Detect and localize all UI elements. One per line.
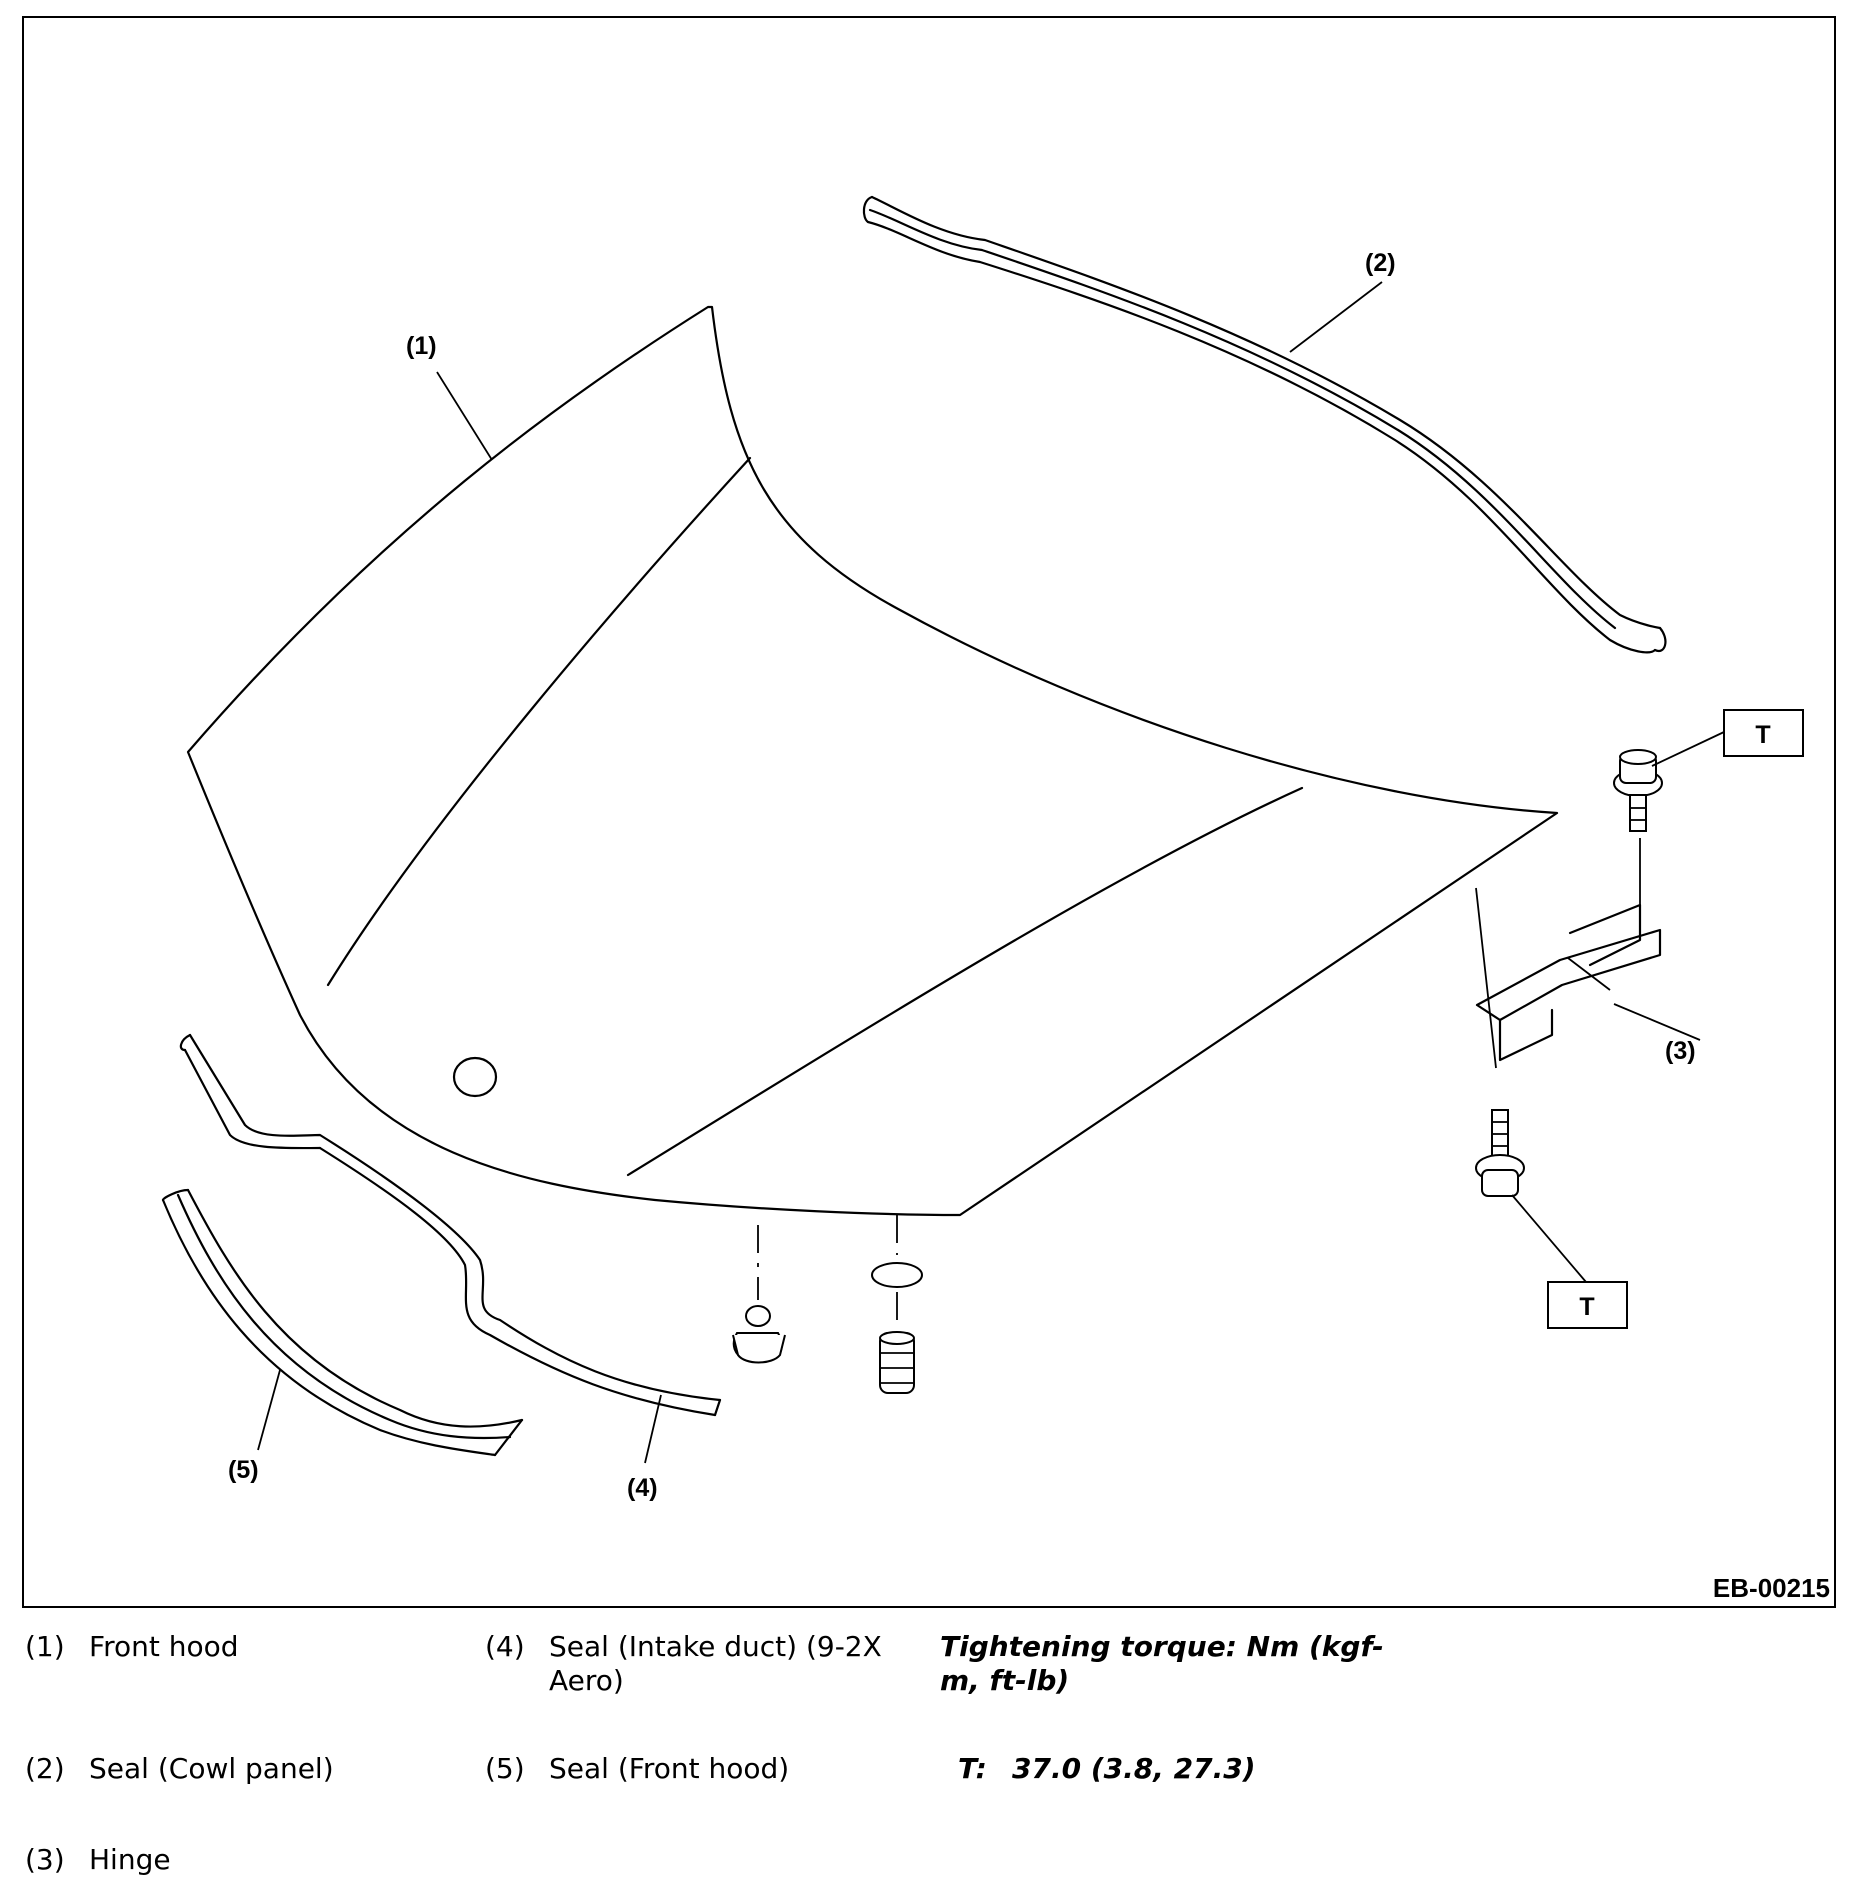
callout-1: (1) (406, 332, 437, 360)
diagram-frame (22, 16, 1836, 1608)
svg-text:T: T (1755, 721, 1770, 749)
torque-value: 37.0 (3.8, 27.3) (1012, 1752, 1256, 1785)
seal-front-hood (161, 1188, 524, 1457)
torque-symbol: T: (958, 1752, 987, 1785)
legend-text: Seal (Cowl panel) (89, 1752, 334, 1785)
exploded-diagram: (1) (2) (3) (4) (5) T T EB-00215 (22, 16, 1836, 1608)
legend-text: Seal (Front hood) (549, 1752, 790, 1785)
legend-num: (2) (25, 1752, 65, 1785)
bolt-lower (1475, 1109, 1525, 1197)
legend-num: (1) (25, 1630, 65, 1663)
callout-4: (4) (627, 1474, 658, 1502)
figure-id: EB-00215 (1713, 1573, 1830, 1603)
legend-text: Front hood (89, 1630, 239, 1663)
legend-num: (5) (485, 1752, 525, 1785)
bolt-upper (1613, 749, 1663, 832)
washer (871, 1262, 923, 1288)
seal-cowl-panel (862, 195, 1667, 654)
torque-box-lower: T (1547, 1281, 1628, 1329)
grommet-stack (879, 1331, 915, 1394)
torque-box-upper: T (1723, 709, 1804, 757)
torque-heading: Tightening torque: Nm (kgf-m, ft-lb) (940, 1630, 1384, 1697)
callout-3: (3) (1665, 1037, 1696, 1065)
legend-text: Seal (Intake duct) (9-2X Aero) (549, 1630, 882, 1697)
callout-5: (5) (228, 1456, 259, 1484)
legend-item-4: (4) Seal (Intake duct) (9-2X Aero) (485, 1630, 905, 1710)
legend-num: (4) (485, 1630, 525, 1663)
hinge (1475, 838, 1662, 1062)
callout-2: (2) (1365, 249, 1396, 277)
svg-text:T: T (1579, 1293, 1594, 1321)
legend-text: Hinge (89, 1843, 171, 1876)
hood-bumper (732, 1305, 786, 1364)
legend-num: (3) (25, 1843, 65, 1876)
seal-intake-duct (179, 1033, 722, 1417)
front-hood (186, 305, 1559, 1217)
